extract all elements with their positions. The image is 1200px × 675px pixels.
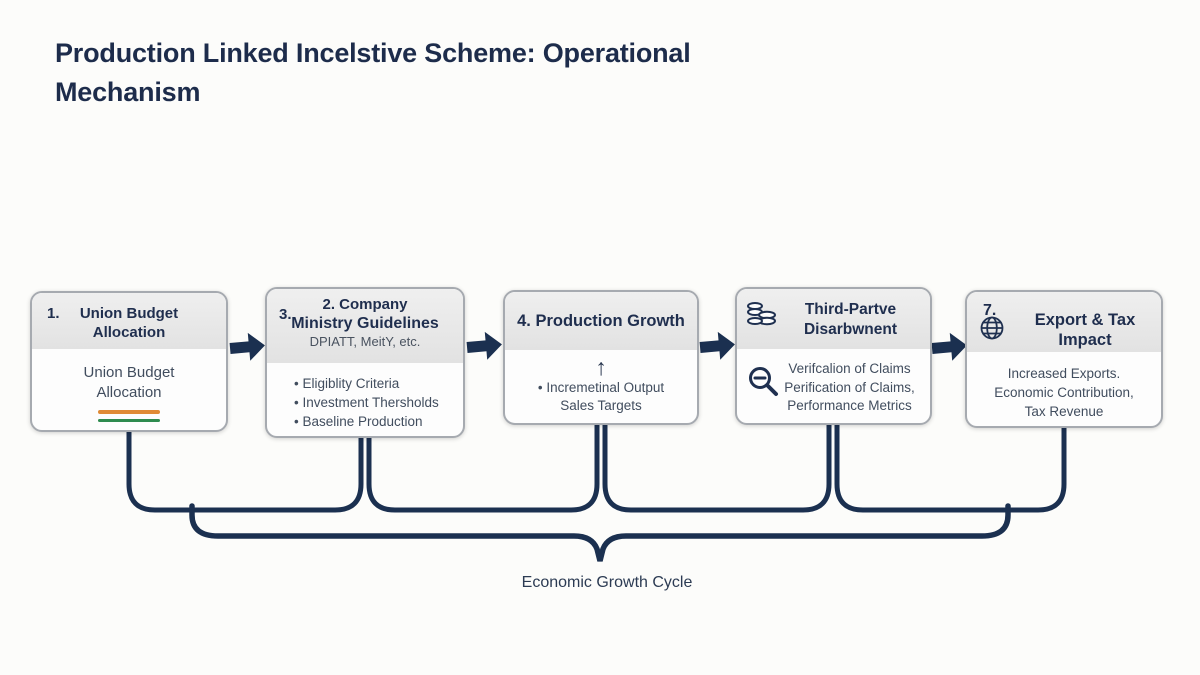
bullet-item: • Investment Thersholds xyxy=(294,395,439,410)
body-line: Tax Revenue xyxy=(1024,404,1104,419)
step-box-third-party-disbursement: Third-Partve Disarbwnent Verifcalion of … xyxy=(735,287,932,425)
arrow-right-icon xyxy=(931,332,967,361)
box2-header: 3. 2. Company Ministry Guidelines DPIATT… xyxy=(267,289,463,363)
bullet-item: • Incremetinal Output xyxy=(537,380,665,395)
cycle-label: Economic Growth Cycle xyxy=(521,574,693,591)
step-box-production-growth: 4. Production Growth ↑ • Incremetinal Ou… xyxy=(503,290,699,425)
bullet-item: • Baseline Production xyxy=(294,414,423,429)
box1-body: Union Budget Allocation xyxy=(32,349,226,422)
box3-header: 4. Production Growth xyxy=(505,292,697,350)
underbrace xyxy=(189,503,1011,562)
body-line: Perification of Claims, xyxy=(784,379,915,395)
magnifier-minus-icon xyxy=(749,367,778,396)
flow-arrows xyxy=(229,331,967,361)
box2-title-line1: 2. Company xyxy=(322,296,408,313)
bullet-continuation: Sales Targets xyxy=(560,398,642,413)
body-line: Performance Metrics xyxy=(787,398,912,413)
step-number: 7. xyxy=(983,302,997,319)
step-box-union-budget-allocation: 1. Union Budget Allocation Union Budget … xyxy=(30,291,228,432)
connector-u1 xyxy=(126,417,364,513)
connector-u3 xyxy=(602,415,832,513)
connector-u4 xyxy=(834,415,1067,513)
box4-body: Verifcalion of Claims Perification of Cl… xyxy=(737,349,930,416)
step-box-ministry-guidelines: 3. 2. Company Ministry Guidelines DPIATT… xyxy=(265,287,465,438)
cycle-connector-lines xyxy=(126,415,1067,562)
step-number: 3. xyxy=(279,306,292,323)
box1-body-text: Union Budget Allocation xyxy=(83,364,175,401)
step-box-export-tax-impact: 7. Export & Tax Impact Increased Exports… xyxy=(965,290,1163,428)
india-flag-lines xyxy=(32,410,226,422)
body-line: Verifcalion of Claims xyxy=(788,361,911,376)
arrow-right-icon xyxy=(699,331,735,360)
box2-subtitle: DPIATT, MeitY, etc. xyxy=(309,334,421,349)
flag-orange-line xyxy=(98,410,160,414)
connector-u2 xyxy=(366,415,600,513)
arrow-right-icon xyxy=(466,331,502,360)
box2-body: • Eligiblity Criteria • Investment Thers… xyxy=(267,363,463,431)
globe-icon xyxy=(980,316,1004,340)
coins-icon xyxy=(747,302,776,326)
step-number: 1. xyxy=(47,305,60,322)
flag-green-line xyxy=(98,419,160,422)
box2-title-line2: Ministry Guidelines xyxy=(291,315,439,332)
body-line: Increased Exports. xyxy=(1007,366,1121,381)
page-title: Production Linked Incelstive Scheme: Ope… xyxy=(55,38,691,107)
box1-title: Union Budget Allocation xyxy=(79,305,179,341)
box5-body: Increased Exports. Economic Contribution… xyxy=(967,352,1161,421)
box5-title: Export & Tax Impact xyxy=(1034,311,1136,349)
arrow-right-icon xyxy=(229,332,265,361)
body-line: Economic Contribution, xyxy=(994,385,1134,400)
box4-title-line1: Third-Partve xyxy=(804,301,897,318)
bullet-item: • Eligiblity Criteria xyxy=(294,376,400,391)
up-arrow-icon: ↑ xyxy=(595,354,607,380)
box5-header: 7. Export & Tax Impact xyxy=(967,292,1161,352)
box4-header: Third-Partve Disarbwnent xyxy=(737,289,930,349)
box1-header: 1. Union Budget Allocation xyxy=(32,293,226,349)
box4-title-line2: Disarbwnent xyxy=(803,321,897,338)
box3-body: ↑ • Incremetinal Output Sales Targets xyxy=(505,350,697,415)
